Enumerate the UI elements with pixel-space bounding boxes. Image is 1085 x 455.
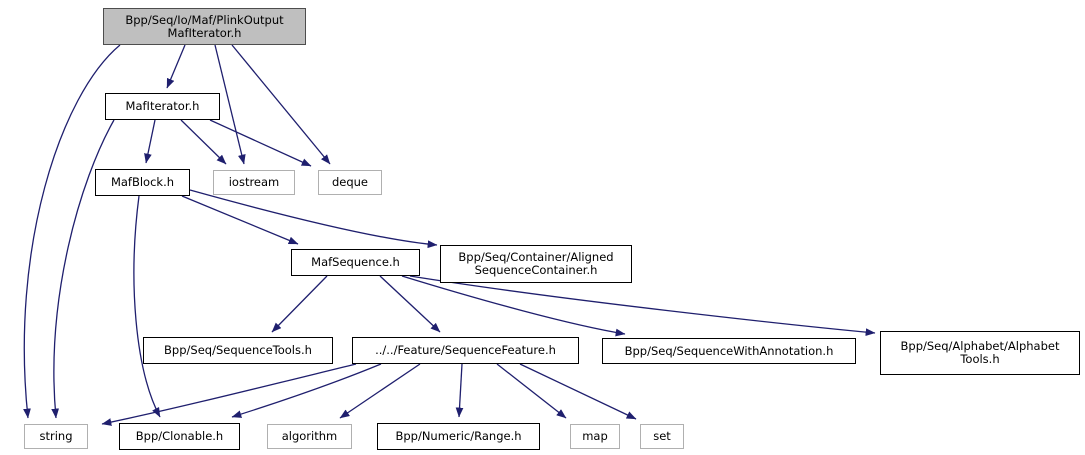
node-mafiterator[interactable]: MafIterator.h [105, 93, 220, 120]
edge-mafblock-to-alignedcontainer [189, 189, 438, 249]
node-label-alignedcontainer: Bpp/Seq/Container/Aligned SequenceContai… [458, 250, 614, 277]
edge-mafiterator-to-string [51, 119, 115, 419]
node-range[interactable]: Bpp/Numeric/Range.h [377, 423, 540, 450]
edge-mafiterator-to-iostream [180, 119, 227, 165]
node-label-algorithm: algorithm [281, 429, 338, 444]
edge-sequencefeature-to-set [519, 363, 637, 420]
node-label-deque: deque [331, 175, 369, 190]
node-label-mafiterator: MafIterator.h [125, 99, 200, 114]
node-sequencewithannotation[interactable]: Bpp/Seq/SequenceWithAnnotation.h [602, 338, 856, 364]
edge-mafblock-to-mafsequence [181, 195, 299, 245]
node-map[interactable]: map [570, 424, 620, 449]
node-root[interactable]: Bpp/Seq/Io/Maf/PlinkOutput MafIterator.h [103, 8, 306, 45]
edge-mafiterator-to-deque [209, 119, 312, 167]
edge-sequencefeature-to-algorithm [339, 363, 421, 419]
edge-sequencefeature-to-range [455, 363, 464, 418]
node-label-set: set [653, 429, 671, 444]
node-label-range: Bpp/Numeric/Range.h [395, 429, 522, 444]
node-label-map: map [582, 429, 608, 444]
node-label-sequencefeature: ../../Feature/SequenceFeature.h [375, 343, 556, 358]
node-label-root: Bpp/Seq/Io/Maf/PlinkOutput MafIterator.h [125, 12, 284, 40]
node-clonable[interactable]: Bpp/Clonable.h [119, 423, 240, 450]
node-string[interactable]: string [24, 424, 88, 449]
node-mafsequence[interactable]: MafSequence.h [291, 249, 420, 276]
edge-mafblock-to-clonable [133, 195, 161, 418]
edge-mafsequence-to-sequencewithannotation [401, 275, 626, 337]
edge-root-to-deque [231, 44, 331, 165]
edge-mafsequence-to-alphabettools [409, 275, 876, 337]
node-label-alphabettools: Bpp/Seq/Alphabet/Alphabet Tools.h [900, 339, 1060, 366]
edge-root-to-mafiterator [166, 44, 186, 89]
node-label-string: string [39, 429, 73, 444]
node-label-mafblock: MafBlock.h [110, 175, 175, 190]
edge-sequencefeature-to-string [101, 363, 357, 426]
edge-root-to-iostream [214, 44, 246, 165]
node-alphabettools[interactable]: Bpp/Seq/Alphabet/Alphabet Tools.h [880, 331, 1080, 375]
node-label-clonable: Bpp/Clonable.h [135, 429, 224, 444]
node-label-sequencewithannotation: Bpp/Seq/SequenceWithAnnotation.h [624, 343, 834, 358]
node-mafblock[interactable]: MafBlock.h [95, 169, 190, 196]
edge-mafsequence-to-sequencefeature [379, 275, 441, 333]
node-label-mafsequence: MafSequence.h [311, 255, 400, 270]
node-iostream[interactable]: iostream [213, 170, 295, 195]
edge-sequencefeature-to-clonable [231, 363, 382, 418]
node-alignedcontainer[interactable]: Bpp/Seq/Container/Aligned SequenceContai… [440, 245, 632, 283]
node-algorithm[interactable]: algorithm [267, 424, 352, 449]
edge-root-to-string [23, 44, 121, 419]
node-set[interactable]: set [640, 424, 684, 449]
edges-group [23, 44, 876, 426]
edge-mafsequence-to-sequencetools [271, 275, 328, 333]
edge-sequencefeature-to-map [496, 363, 567, 419]
node-label-sequencetools: Bpp/Seq/SequenceTools.h [164, 343, 312, 358]
edge-mafiterator-to-mafblock [144, 119, 156, 164]
node-sequencefeature[interactable]: ../../Feature/SequenceFeature.h [352, 337, 579, 364]
node-sequencetools[interactable]: Bpp/Seq/SequenceTools.h [143, 337, 333, 364]
node-deque[interactable]: deque [318, 170, 382, 195]
node-label-iostream: iostream [228, 175, 280, 190]
